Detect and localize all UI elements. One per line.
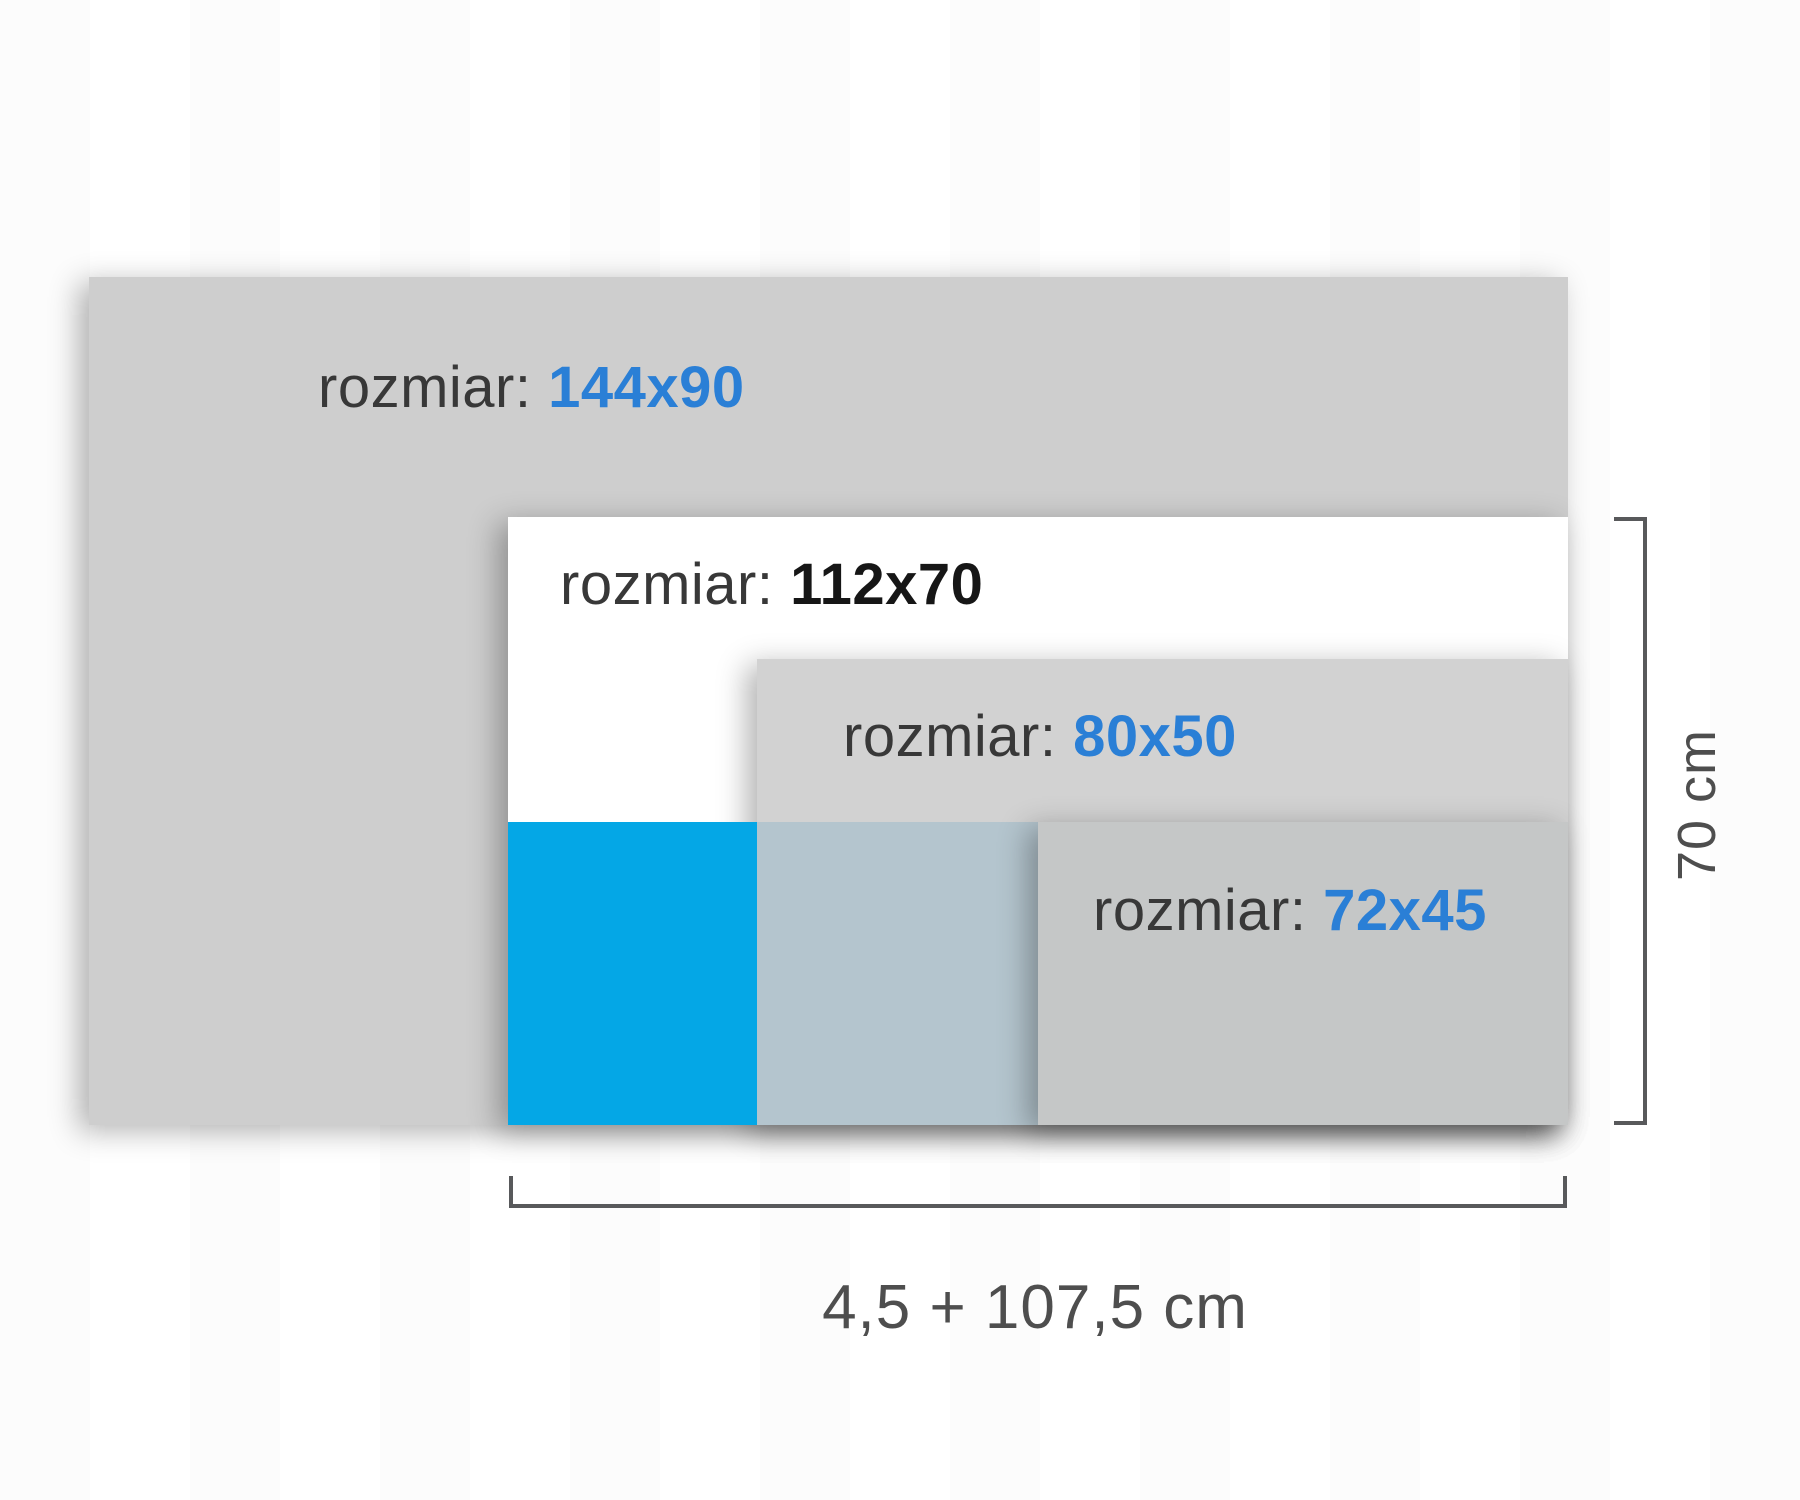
- muted-blue-band: [757, 822, 1038, 1125]
- label-112x70: rozmiar: 112x70: [560, 556, 983, 614]
- label-72x45-prefix: rozmiar:: [1093, 878, 1324, 943]
- label-80x50-prefix: rozmiar:: [843, 704, 1074, 769]
- label-80x50: rozmiar: 80x50: [843, 708, 1237, 766]
- label-144x90: rozmiar: 144x90: [318, 359, 745, 417]
- label-80x50-size: 80x50: [1073, 704, 1237, 769]
- label-144x90-size: 144x90: [548, 355, 745, 420]
- rect-72x45: [1038, 822, 1568, 1125]
- label-112x70-size: 112x70: [790, 552, 984, 617]
- height-dimension-label: 70 cm: [1667, 728, 1727, 882]
- height-dimension-line: [1614, 517, 1647, 1125]
- width-dimension-line: [509, 1176, 1567, 1208]
- label-112x70-prefix: rozmiar:: [560, 552, 791, 617]
- width-dimension-label: 4,5 + 107,5 cm: [822, 1273, 1248, 1342]
- label-72x45: rozmiar: 72x45: [1093, 882, 1487, 940]
- cyan-highlight-band: [508, 822, 757, 1125]
- label-144x90-prefix: rozmiar:: [318, 355, 549, 420]
- label-72x45-size: 72x45: [1323, 878, 1487, 943]
